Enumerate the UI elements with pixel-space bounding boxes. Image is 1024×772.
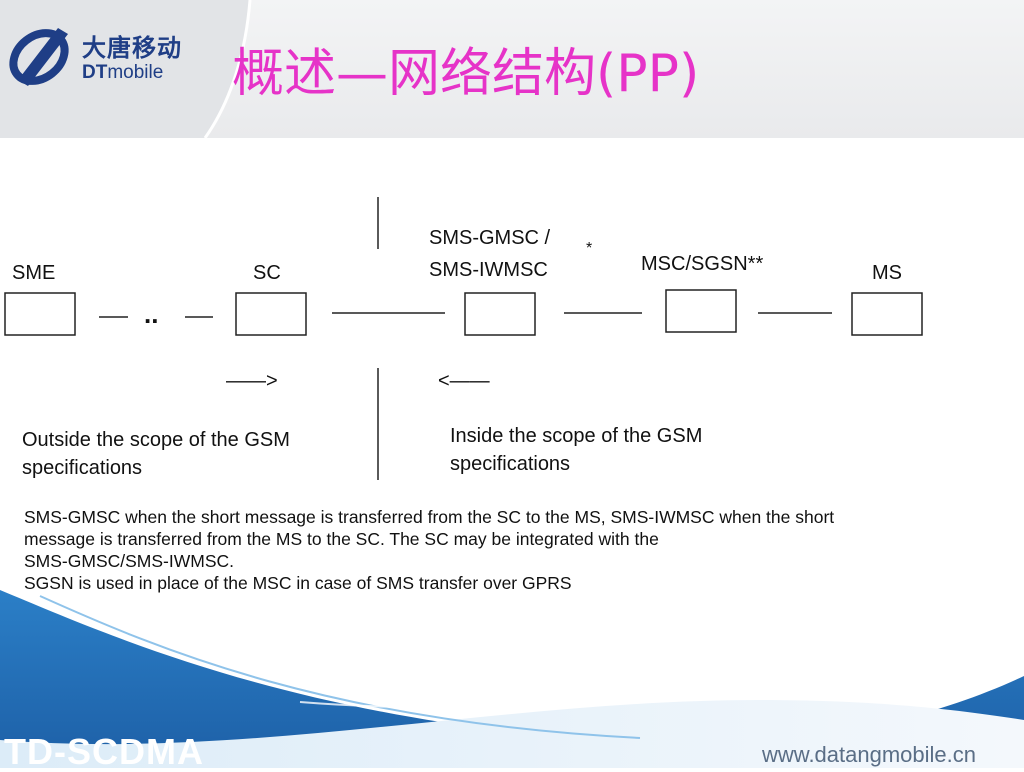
sc-box bbox=[235, 292, 307, 336]
logo-english-name: DTmobile bbox=[82, 62, 164, 83]
msc-sgsn-box bbox=[665, 289, 737, 333]
footnote-line: SMS-GMSC/SMS-IWMSC. bbox=[24, 551, 234, 571]
sc-label: SC bbox=[253, 262, 281, 284]
ellipsis-dots: .. bbox=[144, 299, 159, 329]
ms-label: MS bbox=[872, 262, 902, 284]
footnote-line: message is transferred from the MS to th… bbox=[24, 529, 659, 549]
footer-wave bbox=[0, 590, 1024, 768]
footer-url[interactable]: www.datangmobile.cn bbox=[762, 742, 977, 767]
footnotes: SMS-GMSC when the short message is trans… bbox=[24, 506, 1024, 594]
sms-gmsc-label: SMS-GMSC / bbox=[429, 227, 551, 249]
sme-label: SME bbox=[12, 262, 56, 284]
network-diagram bbox=[4, 197, 923, 480]
inside-scope-text: Inside the scope of the GSM specificatio… bbox=[450, 425, 703, 475]
sms-gmsc-footnote-mark: * bbox=[586, 240, 593, 257]
sms-iwmsc-label: SMS-IWMSC bbox=[429, 259, 548, 281]
page-title: 概述—网络结构(PP) bbox=[232, 44, 700, 104]
footer-brand: TD-SCDMA bbox=[4, 731, 204, 772]
sme-box bbox=[4, 292, 76, 336]
outside-scope-text: Outside the scope of the GSM specificati… bbox=[22, 429, 290, 479]
msc-sgsn-label: MSC/SGSN** bbox=[641, 253, 764, 275]
logo-chinese-name: 大唐移动 bbox=[82, 34, 182, 62]
datang-logo-icon bbox=[9, 28, 69, 86]
sms-gmsc-box bbox=[464, 292, 536, 336]
datang-logo: 大唐移动 DTmobile bbox=[6, 22, 206, 92]
arrow-right: ——> bbox=[226, 370, 278, 392]
arrow-left: <—— bbox=[438, 370, 490, 392]
slide-header: 大唐移动 DTmobile 概述—网络结构(PP) bbox=[0, 0, 1024, 138]
footnote-line: SMS-GMSC when the short message is trans… bbox=[24, 507, 835, 527]
ms-box bbox=[851, 292, 923, 336]
footnote-line: SGSN is used in place of the MSC in case… bbox=[24, 573, 572, 593]
